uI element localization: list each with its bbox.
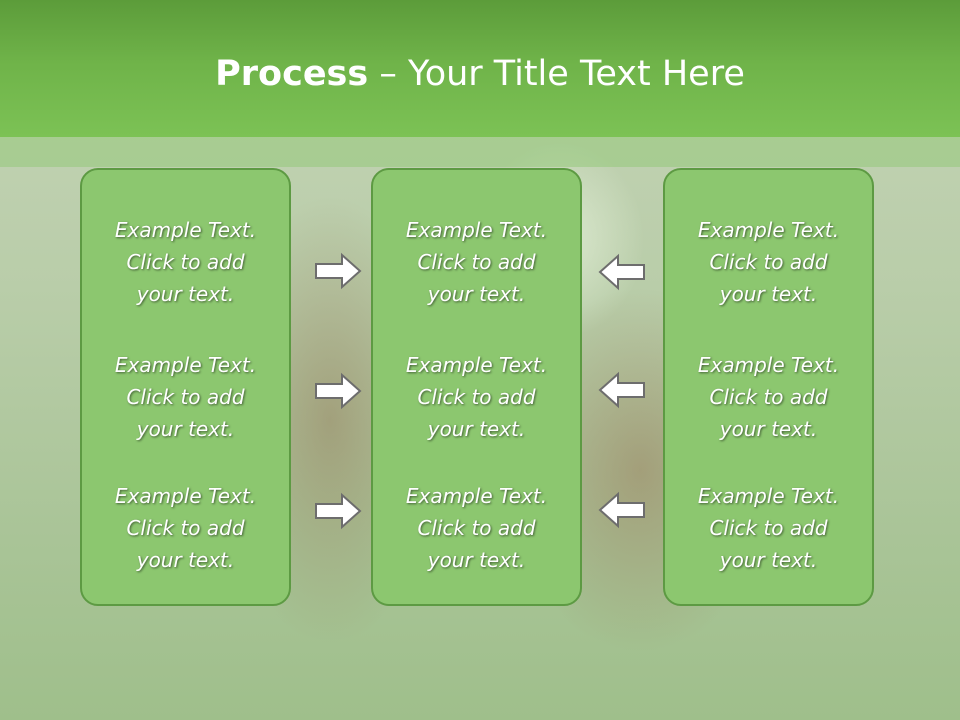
text-placeholder[interactable]: Example Text. Click to add your text. (405, 353, 548, 441)
text-placeholder[interactable]: Example Text. Click to add your text. (405, 218, 548, 306)
text-placeholder[interactable]: Example Text. Click to add your text. (697, 484, 840, 572)
right-arrow-icon (315, 252, 362, 290)
left-arrow-icon (598, 371, 645, 409)
process-box-right[interactable]: Example Text. Click to add your text. Ex… (663, 168, 874, 606)
left-arrow-icon (598, 253, 645, 291)
text-placeholder[interactable]: Example Text. Click to add your text. (697, 353, 840, 441)
text-placeholder[interactable]: Example Text. Click to add your text. (697, 218, 840, 306)
title-bar-strip (0, 137, 960, 167)
slide-title[interactable]: Process – Your Title Text Here (0, 52, 960, 96)
left-arrow-icon (598, 491, 645, 529)
process-box-left[interactable]: Example Text. Click to add your text. Ex… (80, 168, 291, 606)
title-bold: Process (215, 54, 369, 94)
right-arrow-icon (315, 492, 362, 530)
title-rest: – Your Title Text Here (368, 54, 745, 94)
text-placeholder[interactable]: Example Text. Click to add your text. (114, 484, 257, 572)
text-placeholder[interactable]: Example Text. Click to add your text. (405, 484, 548, 572)
process-box-center[interactable]: Example Text. Click to add your text. Ex… (371, 168, 582, 606)
text-placeholder[interactable]: Example Text. Click to add your text. (114, 353, 257, 441)
right-arrow-icon (315, 372, 362, 410)
title-bar (0, 0, 960, 137)
text-placeholder[interactable]: Example Text. Click to add your text. (114, 218, 257, 306)
